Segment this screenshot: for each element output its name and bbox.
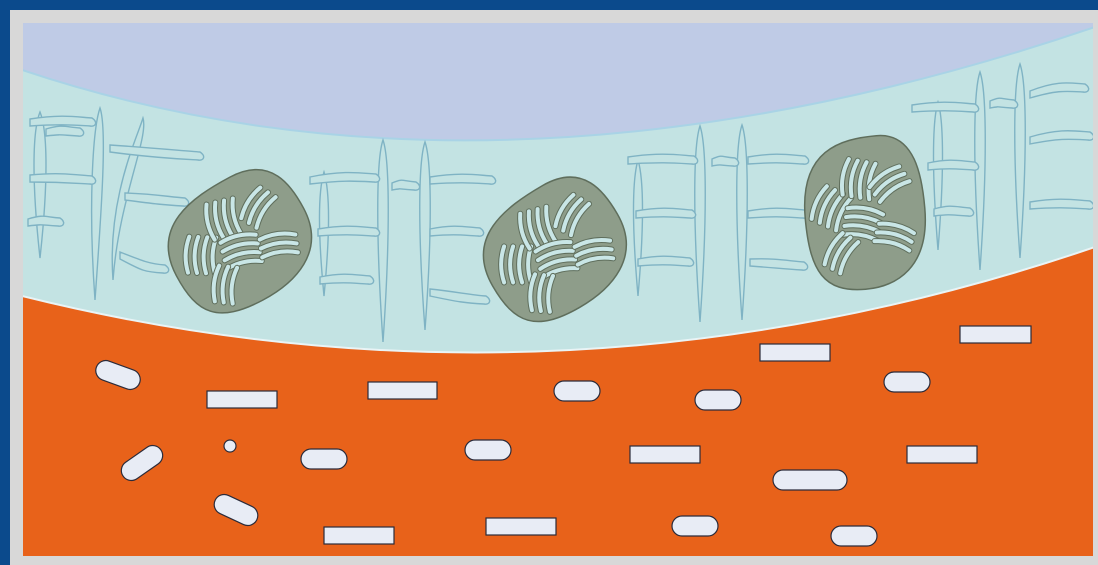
tubule xyxy=(636,208,696,218)
particle-pill xyxy=(773,470,847,490)
tubule xyxy=(1030,199,1094,209)
particle-pill xyxy=(695,390,741,410)
tubule xyxy=(628,154,698,164)
tubule xyxy=(430,174,496,184)
tubule xyxy=(430,226,484,236)
particle-pill xyxy=(465,440,511,460)
tubule xyxy=(30,174,96,184)
tubule xyxy=(318,226,380,236)
particle-rod xyxy=(630,446,700,463)
tubule xyxy=(320,274,374,284)
particle-pill xyxy=(301,449,347,469)
particle-pill xyxy=(884,372,930,392)
tubule xyxy=(748,208,809,218)
particle-rod xyxy=(960,326,1031,343)
particle-rod xyxy=(760,344,830,361)
particle-rod xyxy=(368,382,437,399)
tubule xyxy=(46,126,84,136)
tubule xyxy=(392,180,420,190)
tubule xyxy=(30,116,96,126)
particle-dot xyxy=(224,440,236,452)
tubule xyxy=(934,206,974,216)
particle-pill xyxy=(554,381,600,401)
tubule xyxy=(638,256,694,266)
particle-rod xyxy=(486,518,556,535)
tubule xyxy=(990,98,1018,108)
particle-rod xyxy=(207,391,277,408)
particle-rod xyxy=(907,446,977,463)
tubule xyxy=(912,102,979,112)
particle-pill xyxy=(672,516,718,536)
tubule xyxy=(748,154,809,164)
tubule xyxy=(928,160,979,170)
particle-pill xyxy=(831,526,877,546)
particle-rod xyxy=(324,527,394,544)
tubule xyxy=(712,156,739,166)
tubule xyxy=(28,216,64,226)
